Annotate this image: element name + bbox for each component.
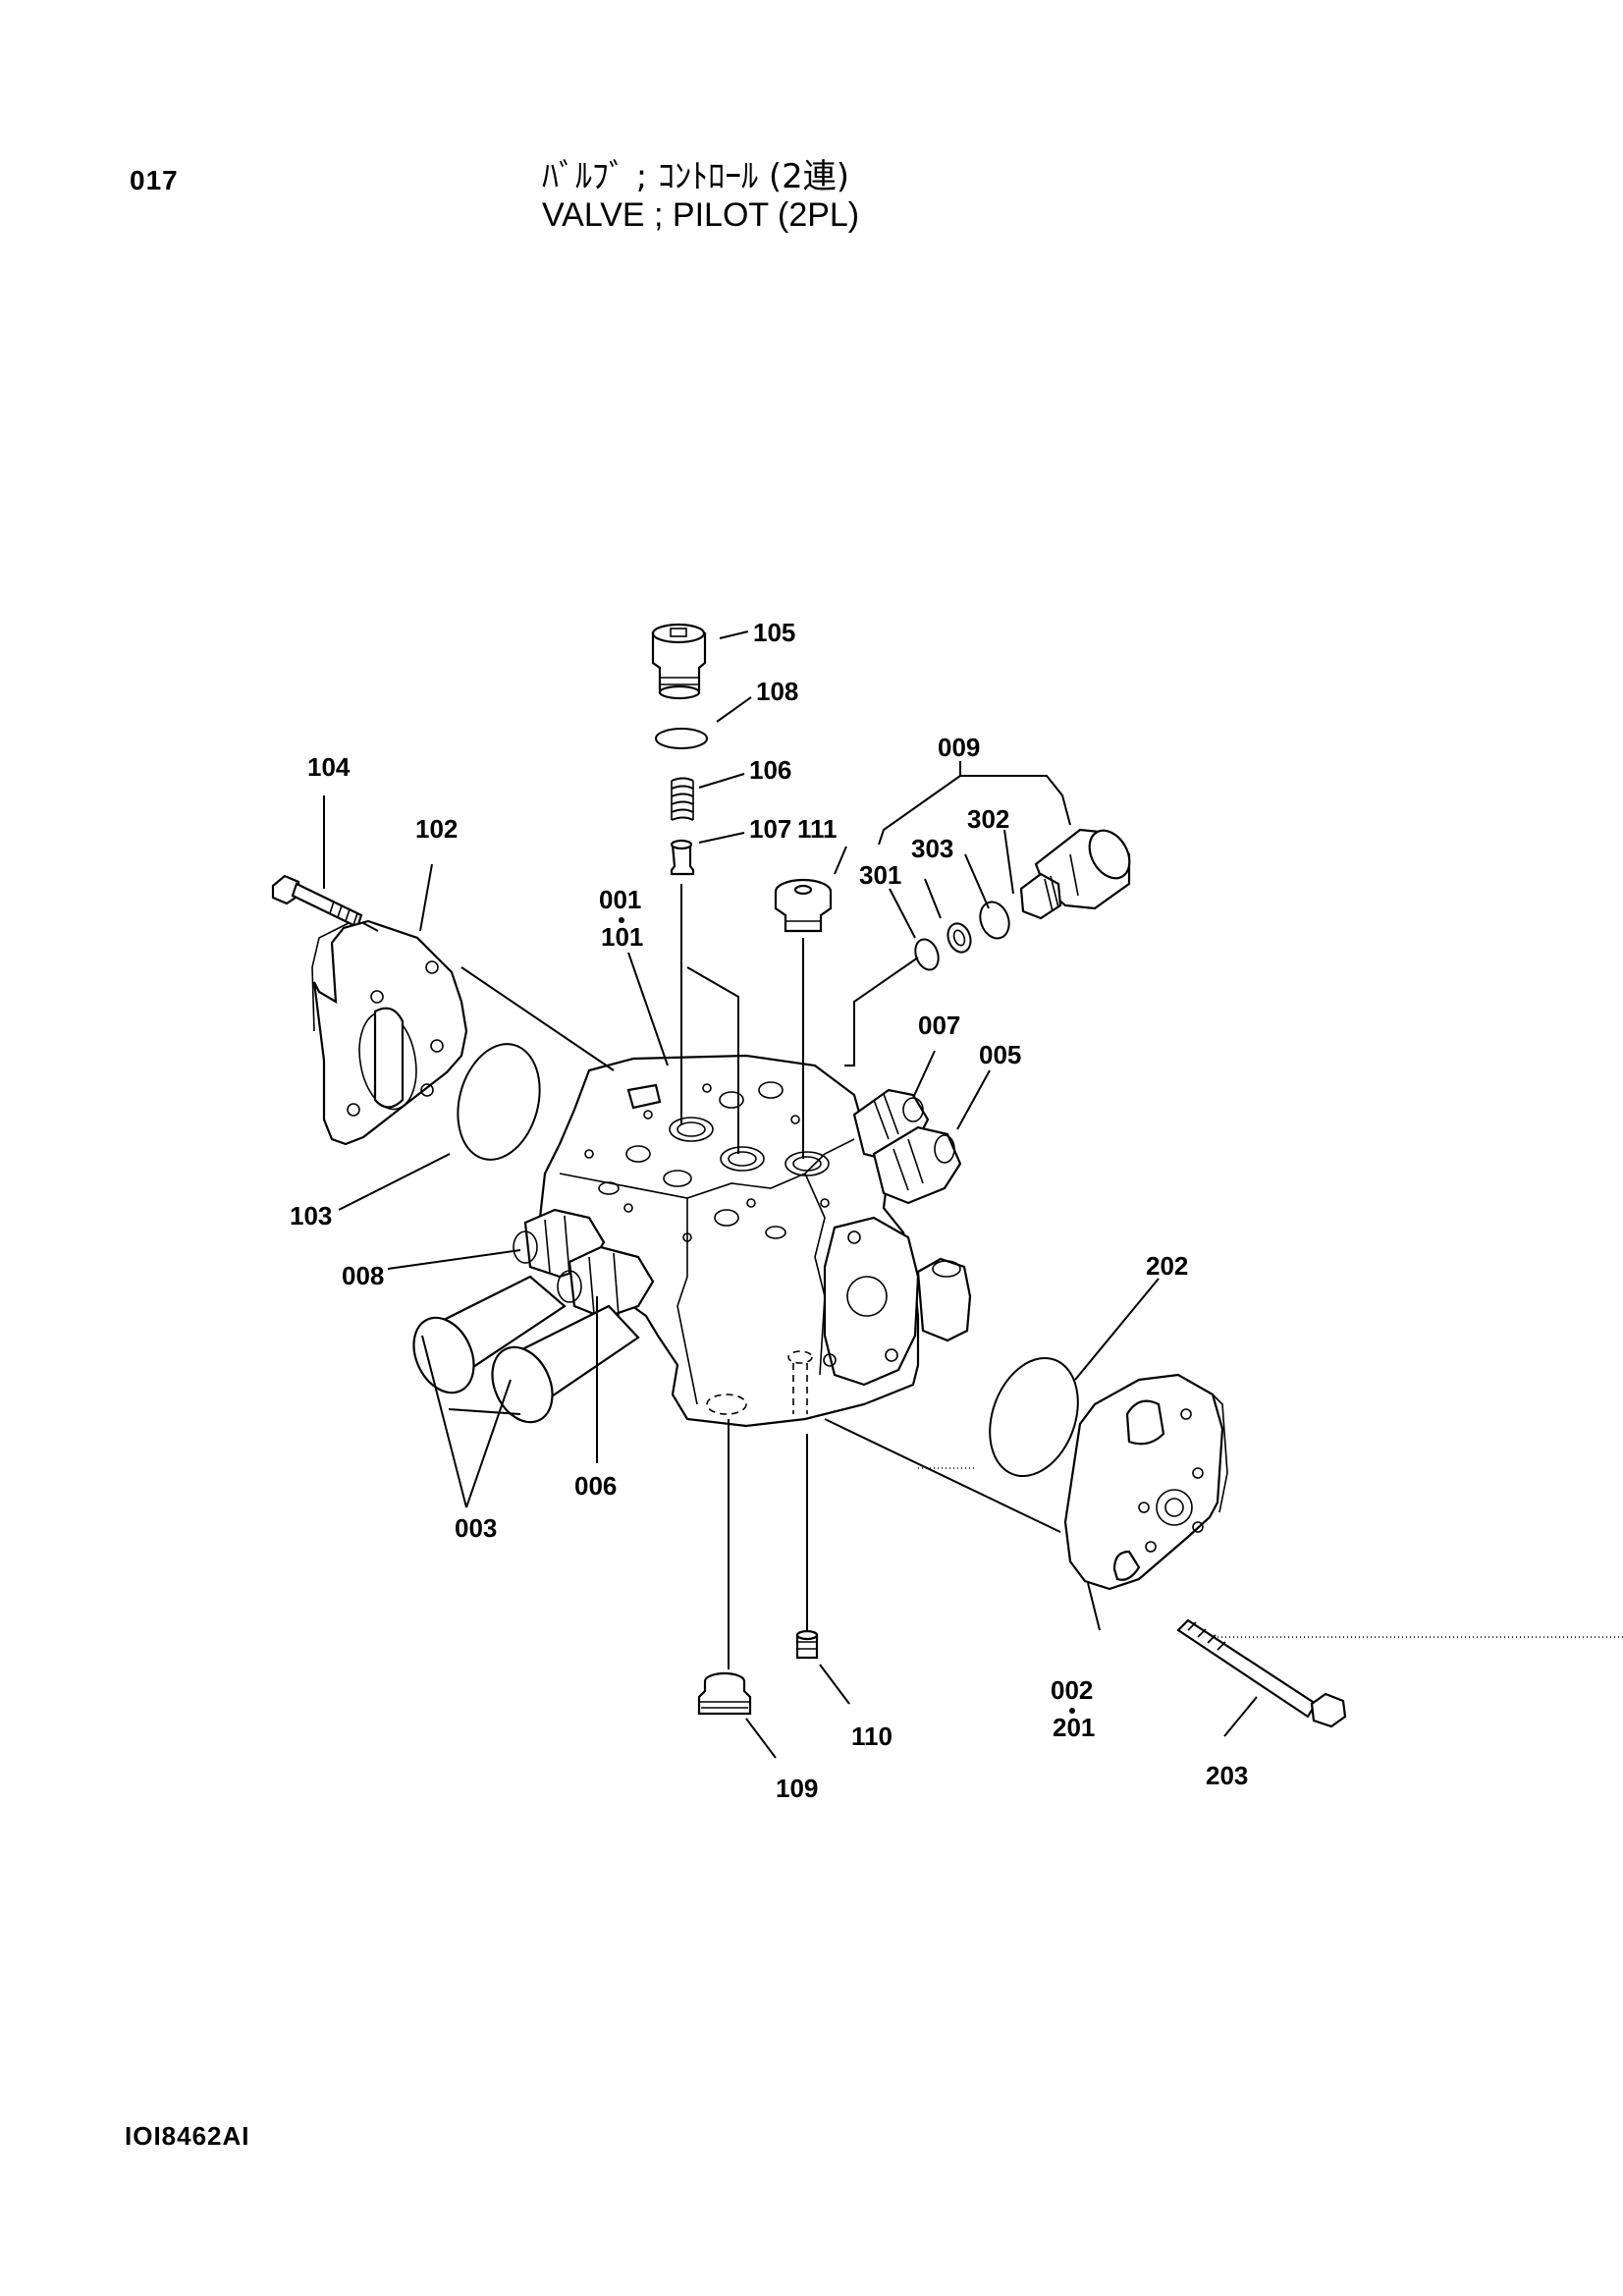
part-107-poppet — [670, 839, 695, 876]
part-111-plug — [774, 878, 833, 933]
callout-104: 104 — [307, 752, 351, 782]
document-id: IOI8462AI — [125, 2121, 250, 2151]
callout-006: 006 — [574, 1471, 617, 1501]
page-number: 017 — [130, 165, 179, 195]
part-106-spring — [671, 777, 694, 821]
part-110-plug — [795, 1629, 819, 1660]
leader-lines — [323, 630, 1258, 1759]
part-203-bolt — [1176, 1618, 1347, 1728]
part-103-o-ring — [457, 1043, 541, 1161]
part-002-cover — [1063, 1373, 1228, 1591]
callout-labels: 105 108 106 107 111 009 302 303 301 104 … — [290, 618, 1248, 1803]
callout-105: 105 — [753, 618, 795, 647]
callout-203: 203 — [1206, 1761, 1248, 1790]
callout-111: 111 — [797, 814, 838, 844]
callout-302: 302 — [967, 804, 1009, 834]
part-302-ring — [979, 901, 1010, 940]
callout-001: 001 — [599, 885, 641, 914]
callout-303: 303 — [911, 834, 953, 863]
callout-108: 108 — [756, 677, 798, 706]
callout-109: 109 — [776, 1774, 818, 1803]
part-102-cover — [311, 919, 468, 1146]
callout-003: 003 — [455, 1513, 497, 1543]
callout-009: 009 — [938, 733, 980, 762]
callout-107: 107 — [749, 814, 791, 844]
callout-002: 002 — [1051, 1675, 1093, 1705]
callout-dot-002-201 — [1069, 1708, 1075, 1714]
part-202-o-ring — [989, 1356, 1079, 1478]
part-109-plug — [697, 1671, 752, 1716]
title-english: VALVE ; PILOT (2PL) — [542, 196, 860, 234]
part-005-fitting — [872, 1125, 962, 1205]
callout-202: 202 — [1146, 1251, 1188, 1281]
part-003-coils — [412, 1275, 640, 1424]
callout-dot-001-101 — [619, 917, 624, 923]
part-001-valve-body — [538, 1054, 972, 1428]
callout-301: 301 — [859, 860, 901, 890]
callout-102: 102 — [415, 814, 458, 844]
callout-101: 101 — [601, 922, 643, 952]
callout-106: 106 — [749, 755, 791, 785]
callout-008: 008 — [342, 1261, 384, 1290]
part-303-ring — [947, 922, 972, 954]
callout-005: 005 — [979, 1040, 1021, 1069]
part-108-o-ring — [655, 728, 708, 749]
part-301-ring — [914, 938, 940, 971]
title-japanese: ﾊﾞﾙﾌﾞ ; ｺﾝﾄﾛｰﾙ (2連) — [542, 157, 850, 196]
part-104-bolt — [271, 874, 363, 929]
part-006-fitting — [557, 1245, 655, 1320]
callout-007: 007 — [918, 1011, 960, 1040]
callout-201: 201 — [1053, 1713, 1095, 1742]
part-009-relief-valve — [1019, 828, 1131, 920]
callout-103: 103 — [290, 1201, 332, 1230]
callout-110: 110 — [851, 1722, 893, 1751]
part-105-plug — [651, 623, 707, 700]
